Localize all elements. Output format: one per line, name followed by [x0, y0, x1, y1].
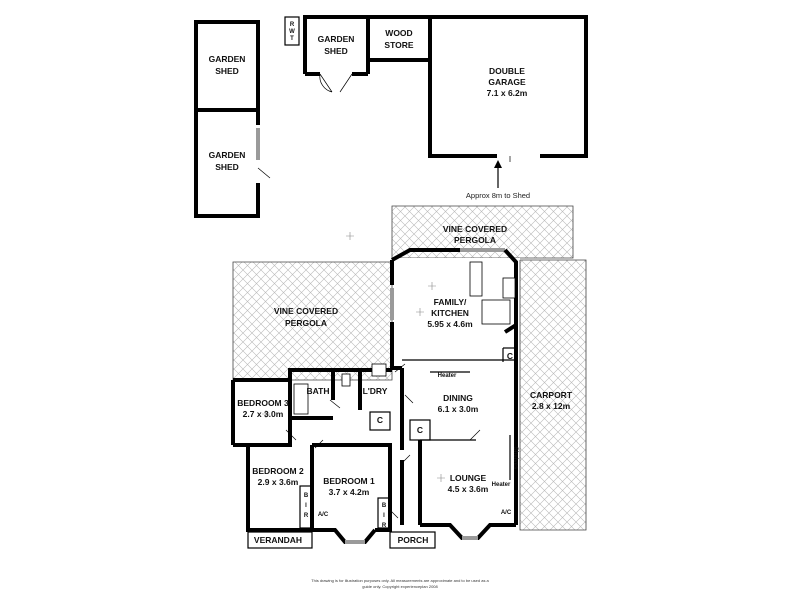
wood-store-label-2: STORE — [384, 40, 413, 50]
pergolas — [232, 205, 587, 531]
garden-shed-left-lower — [194, 110, 260, 218]
bir-right-i: I — [383, 513, 385, 519]
double-garage-label-2: GARAGE — [488, 77, 526, 87]
vine-pergola-top-label: VINE COVERED — [443, 224, 507, 234]
double-garage-size: 7.1 x 6.2m — [487, 88, 528, 98]
bedroom2-size: 2.9 x 3.6m — [258, 477, 299, 487]
porch-slab — [389, 531, 436, 549]
bath-label: BATH — [307, 386, 330, 396]
wood-store-label: WOOD — [385, 28, 412, 38]
lounge-heater-label: Heater — [492, 482, 511, 488]
rwt-label-w: W — [289, 29, 295, 35]
cupboard-label-3: C — [507, 351, 513, 361]
bir-left-i: I — [305, 503, 307, 509]
bir-left-r: R — [304, 513, 309, 519]
garden-shed-left-upper — [194, 20, 260, 112]
disclaimer-line-2: guide only. Copyright experienceplan 200… — [362, 584, 438, 589]
shelves-label: Shelves — [512, 447, 518, 470]
lounge-label: LOUNGE — [450, 473, 487, 483]
ceiling-fixtures — [262, 232, 445, 482]
ac-label-right: A/C — [501, 510, 512, 516]
bedroom3-label: BEDROOM 3 — [237, 398, 289, 408]
main-house — [231, 232, 520, 549]
rwt-label-r: R — [290, 22, 295, 28]
verandah-slab — [247, 531, 313, 549]
cupboard-label-1: C — [377, 415, 383, 425]
bir-right-b: B — [382, 503, 387, 509]
garden-shed-top-label-2: SHED — [324, 46, 348, 56]
bedroom2-label: BEDROOM 2 — [252, 466, 304, 476]
family-kitchen-label-2: KITCHEN — [431, 308, 469, 318]
dining-label: DINING — [443, 393, 473, 403]
family-kitchen-size: 5.95 x 4.6m — [427, 319, 473, 329]
lounge-size: 4.5 x 3.6m — [448, 484, 489, 494]
bedroom1-label: BEDROOM 1 — [323, 476, 375, 486]
double-garage — [430, 15, 588, 158]
vine-pergola-left — [232, 261, 393, 381]
vine-pergola-left-label: VINE COVERED — [274, 306, 338, 316]
laundry-label: L'DRY — [363, 386, 388, 396]
vine-pergola-left-label-2: PERGOLA — [285, 318, 327, 328]
porch-label: PORCH — [398, 535, 429, 545]
family-kitchen-label: FAMILY/ — [434, 297, 467, 307]
bedroom3-size: 2.7 x 3.0m — [243, 409, 284, 419]
bir-right-r: R — [382, 523, 387, 529]
bir-left-b: B — [304, 493, 309, 499]
ac-label-left: A/C — [318, 512, 329, 518]
garden-shed-top-label: GARDEN — [318, 34, 355, 44]
garden-shed-left2-label: GARDEN — [209, 150, 246, 160]
cupboard-label-2: C — [417, 425, 423, 435]
dining-size: 6.1 x 3.0m — [438, 404, 479, 414]
bedroom1-size: 3.7 x 4.2m — [329, 487, 370, 497]
disclaimer-line-1: This drawing is for illustration purpose… — [311, 578, 489, 583]
room-labels: R W T GARDEN SHED WOOD STORE DOUBLE GARA… — [209, 22, 573, 589]
carport-size: 2.8 x 12m — [532, 401, 571, 411]
outbuildings — [194, 15, 588, 218]
vine-pergola-top — [391, 205, 574, 259]
carport-label: CARPORT — [530, 390, 573, 400]
vine-pergola-top-label-2: PERGOLA — [454, 235, 496, 245]
garden-shed-left2-label-2: SHED — [215, 162, 239, 172]
garden-shed-left1-label-2: SHED — [215, 66, 239, 76]
approx-shed-note: Approx 8m to Shed — [466, 191, 530, 200]
verandah-label: VERANDAH — [254, 535, 302, 545]
dining-heater-label: Heater — [438, 373, 457, 379]
garden-shed-left1-label: GARDEN — [209, 54, 246, 64]
rwt-label-t: T — [290, 36, 294, 42]
rainwater-tank — [284, 16, 300, 46]
carport-area — [519, 259, 587, 531]
double-garage-label: DOUBLE — [489, 66, 525, 76]
